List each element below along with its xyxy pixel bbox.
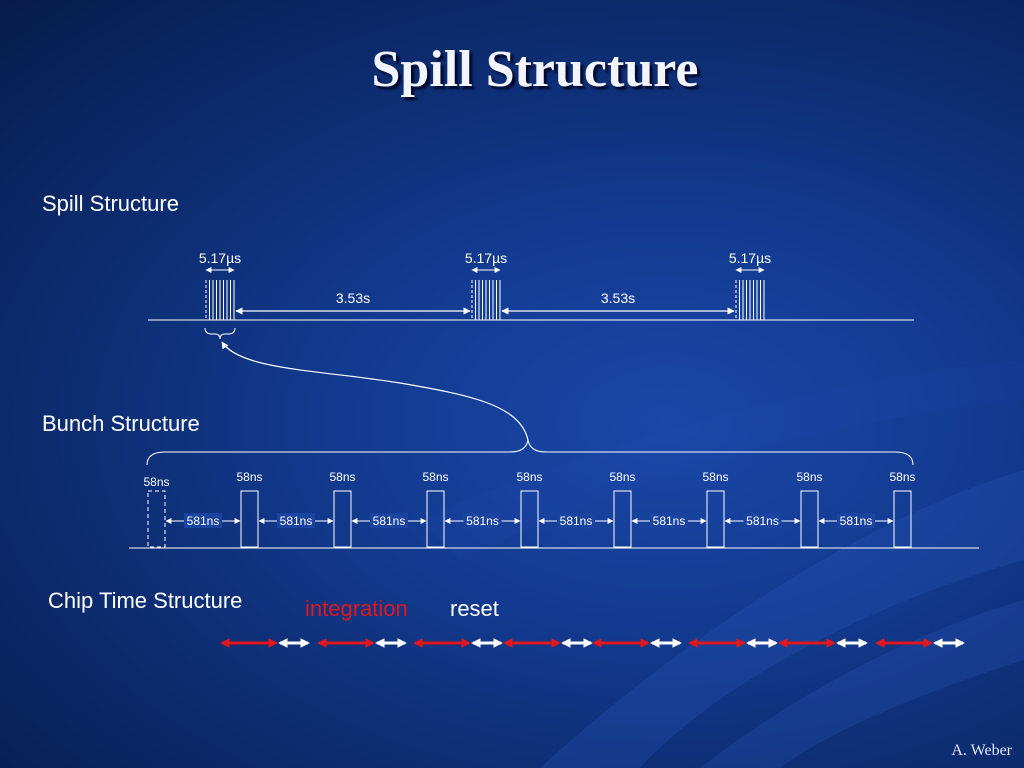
- bunch-box: [893, 490, 912, 548]
- bunch-spacing-label: 581ns: [653, 514, 686, 528]
- bunch-spacing-label-bg: [743, 513, 782, 528]
- bunch-box: [520, 490, 539, 548]
- bunch-box: [706, 490, 725, 548]
- zoom-brace: [204, 327, 236, 340]
- spill-width-label: 5.17µs: [729, 250, 771, 266]
- spill-width-label: 5.17µs: [465, 250, 507, 266]
- bunch-width-label: 58ns: [422, 470, 448, 484]
- bunch-brace: [146, 439, 914, 466]
- bunch-width-label: 58ns: [796, 470, 822, 484]
- bunch-spacing-label-bg: [837, 513, 875, 528]
- bunch-box: [800, 490, 819, 548]
- slide-title: Spill Structure: [371, 41, 699, 98]
- bunch-width-label: 58ns: [609, 470, 635, 484]
- bunch-spacing-label-bg: [277, 513, 315, 528]
- bunch-spacing-label: 581ns: [280, 514, 313, 528]
- bunch-spacing-label-bg: [463, 513, 502, 528]
- spill-gap-label: 3.53s: [601, 290, 635, 306]
- bunch-box: [426, 490, 445, 548]
- spill-section-label: Spill Structure: [42, 191, 179, 216]
- bunch-spacing-label: 581ns: [746, 514, 779, 528]
- bunch-spacing-label-bg: [184, 513, 222, 528]
- bunch-spacing-label-bg: [650, 513, 688, 528]
- bunch-spacing-label-bg: [557, 513, 595, 528]
- reset-label: reset: [450, 596, 499, 621]
- bunch-spacing-label: 581ns: [466, 514, 499, 528]
- bunch-width-label: 58ns: [516, 470, 542, 484]
- bunch-spacing-label: 581ns: [560, 514, 593, 528]
- bunch-spacing-label: 581ns: [187, 514, 220, 528]
- bunch-width-label: 58ns: [329, 470, 355, 484]
- chip-section-label: Chip Time Structure: [48, 588, 243, 613]
- bunch-box: [613, 490, 632, 548]
- bunch-spacing-label-bg: [370, 513, 408, 528]
- spill-gap-label: 3.53s: [336, 290, 370, 306]
- bunch-width-label: 58ns: [143, 475, 169, 489]
- bunch-box: [333, 490, 352, 548]
- bunch-spacing-label: 581ns: [373, 514, 406, 528]
- footer-author: A. Weber: [951, 742, 1012, 759]
- bunch-spacing-label: 581ns: [840, 514, 873, 528]
- bunch-width-label: 58ns: [236, 470, 262, 484]
- integration-label: integration: [305, 596, 408, 621]
- empty-bunch-box: [147, 490, 166, 548]
- spill-width-label: 5.17µs: [199, 250, 241, 266]
- bunch-section-label: Bunch Structure: [42, 411, 200, 436]
- bunch-width-label: 58ns: [889, 470, 915, 484]
- bunch-box: [240, 490, 259, 548]
- bunch-width-label: 58ns: [702, 470, 728, 484]
- zoom-connector: [221, 341, 529, 441]
